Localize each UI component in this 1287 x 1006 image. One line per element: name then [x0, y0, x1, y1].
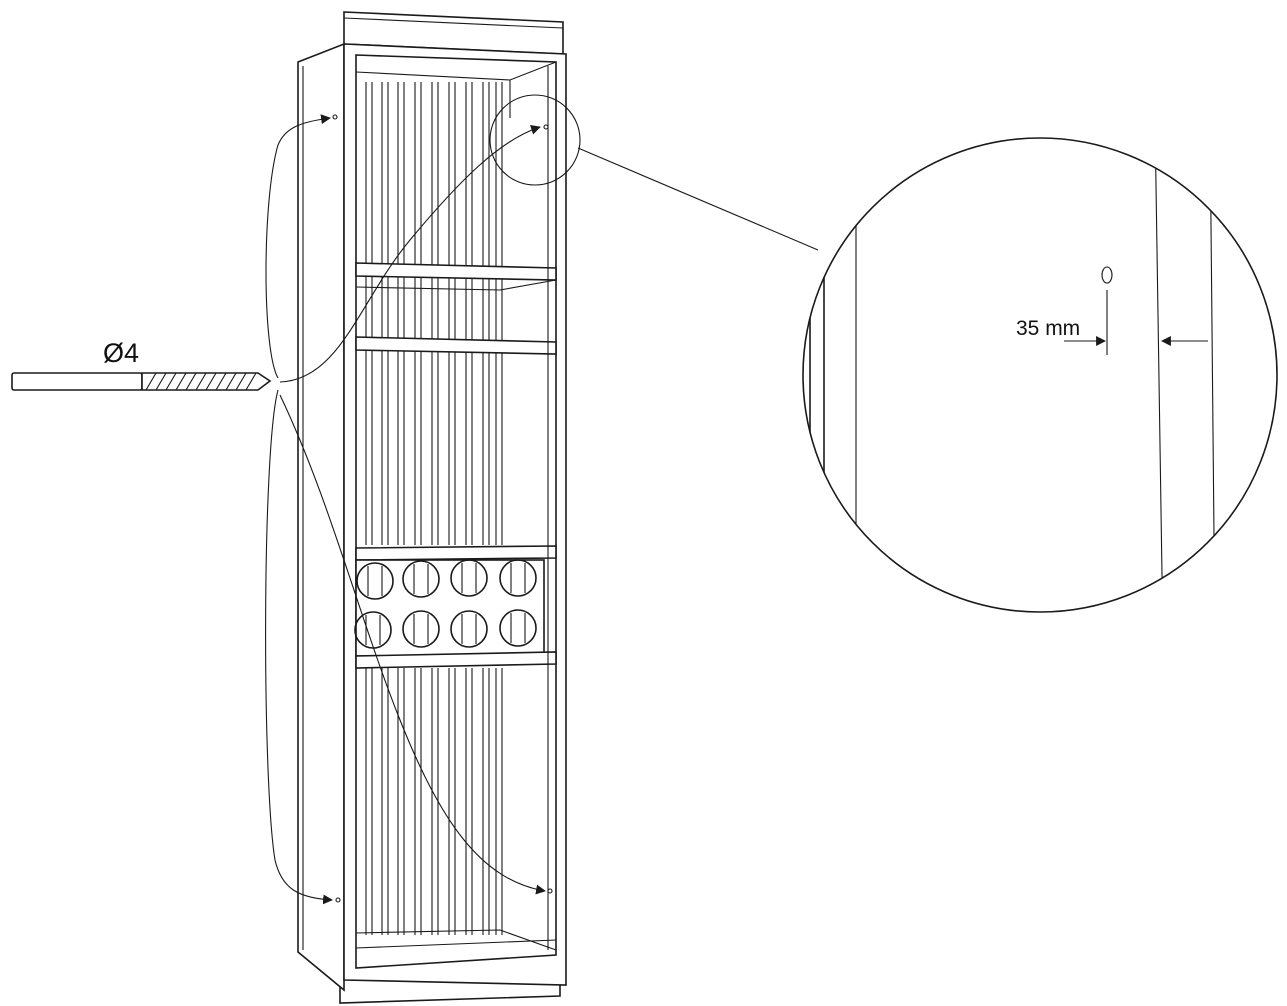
hole-bottom-left — [335, 897, 341, 903]
arrow-icon — [279, 394, 546, 895]
arrow-icon — [279, 125, 541, 383]
detail-zoom-circle — [802, 137, 1278, 613]
hole-top-right — [543, 124, 549, 130]
hole-top-left — [332, 114, 338, 120]
shelf-1 — [355, 262, 557, 291]
detail-callout: 35 mm — [489, 94, 1278, 613]
bottle-rack — [354, 545, 557, 669]
hole-bottom-right — [547, 888, 553, 894]
drill-diameter-label: Ø4 — [103, 338, 139, 368]
hole-offset-label: 35 mm — [1016, 317, 1080, 340]
shelf-2 — [355, 336, 557, 355]
bottle-holes — [354, 559, 537, 649]
hole-marker — [1101, 266, 1113, 284]
arrow-icon — [265, 389, 333, 905]
vertical-slats-lower — [365, 668, 503, 935]
detail-leader-line — [577, 147, 819, 251]
drill-bit-icon — [11, 372, 272, 391]
arrow-icon — [265, 114, 331, 379]
callout-arrows — [265, 114, 546, 905]
wine-rack-cabinet — [297, 11, 567, 1004]
detail-source-circle — [489, 94, 581, 186]
vertical-slats-upper — [365, 82, 503, 545]
